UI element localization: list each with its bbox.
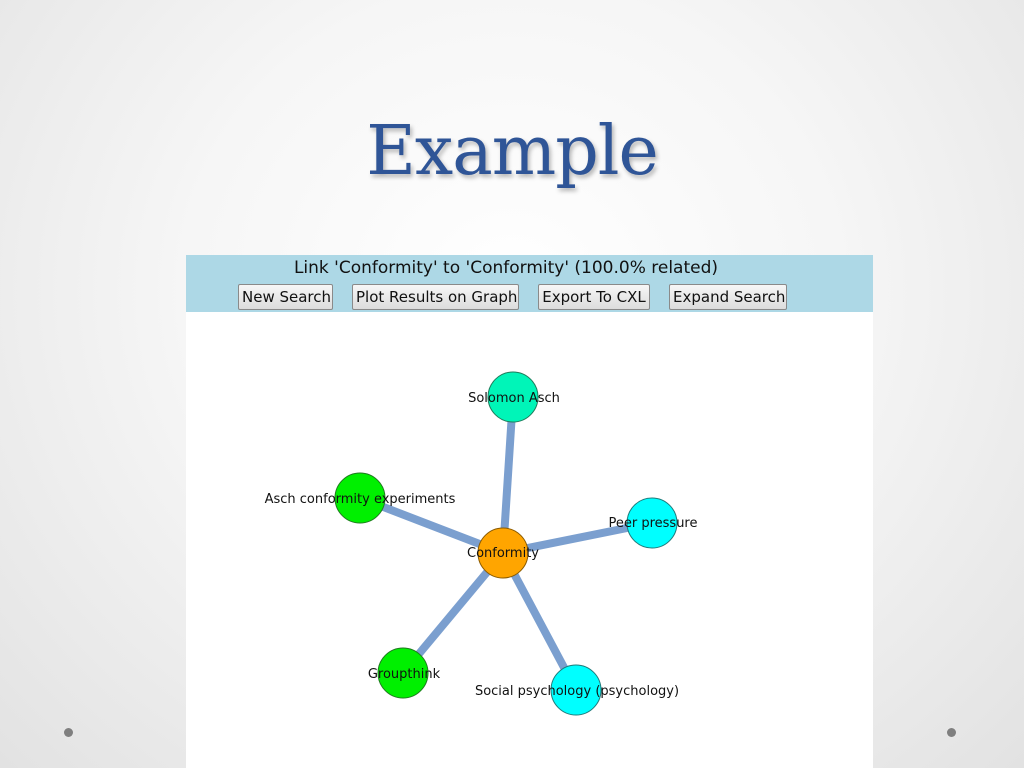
concept-map-app: Link 'Conformity' to 'Conformity' (100.0…	[186, 255, 873, 768]
node-conformity-center[interactable]: Conformity	[467, 527, 539, 579]
slide-bullet-right	[947, 728, 956, 737]
plot-results-button[interactable]: Plot Results on Graph	[352, 284, 519, 310]
node-label: Groupthink	[368, 667, 441, 682]
node-label: Peer pressure	[608, 516, 697, 531]
export-cxl-button[interactable]: Export To CXL	[538, 284, 650, 310]
node-peer-pressure[interactable]: Peer pressure	[608, 497, 698, 549]
node-social-psychology[interactable]: Social psychology (psychology)	[475, 664, 679, 716]
new-search-button[interactable]: New Search	[238, 284, 333, 310]
node-label: Asch conformity experiments	[265, 492, 456, 507]
node-label: Social psychology (psychology)	[475, 684, 679, 699]
graph-edge	[499, 549, 580, 694]
graph-edge	[356, 494, 507, 557]
concept-graph[interactable]: Solomon Asch Asch conformity experiments…	[186, 312, 873, 768]
node-asch-conformity-experiments[interactable]: Asch conformity experiments	[265, 472, 456, 524]
graph-edge	[499, 393, 517, 557]
slide-bullet-left	[64, 728, 73, 737]
slide-title: Example	[366, 112, 659, 191]
link-status-text: Link 'Conformity' to 'Conformity' (100.0…	[293, 258, 719, 278]
node-groupthink[interactable]: Groupthink	[368, 647, 441, 699]
graph-edge	[399, 549, 507, 677]
node-label: Solomon Asch	[468, 391, 560, 406]
expand-search-button[interactable]: Expand Search	[669, 284, 787, 310]
node-solomon-asch[interactable]: Solomon Asch	[468, 371, 560, 423]
toolbar: Link 'Conformity' to 'Conformity' (100.0…	[186, 255, 873, 312]
node-label: Conformity	[467, 546, 539, 561]
